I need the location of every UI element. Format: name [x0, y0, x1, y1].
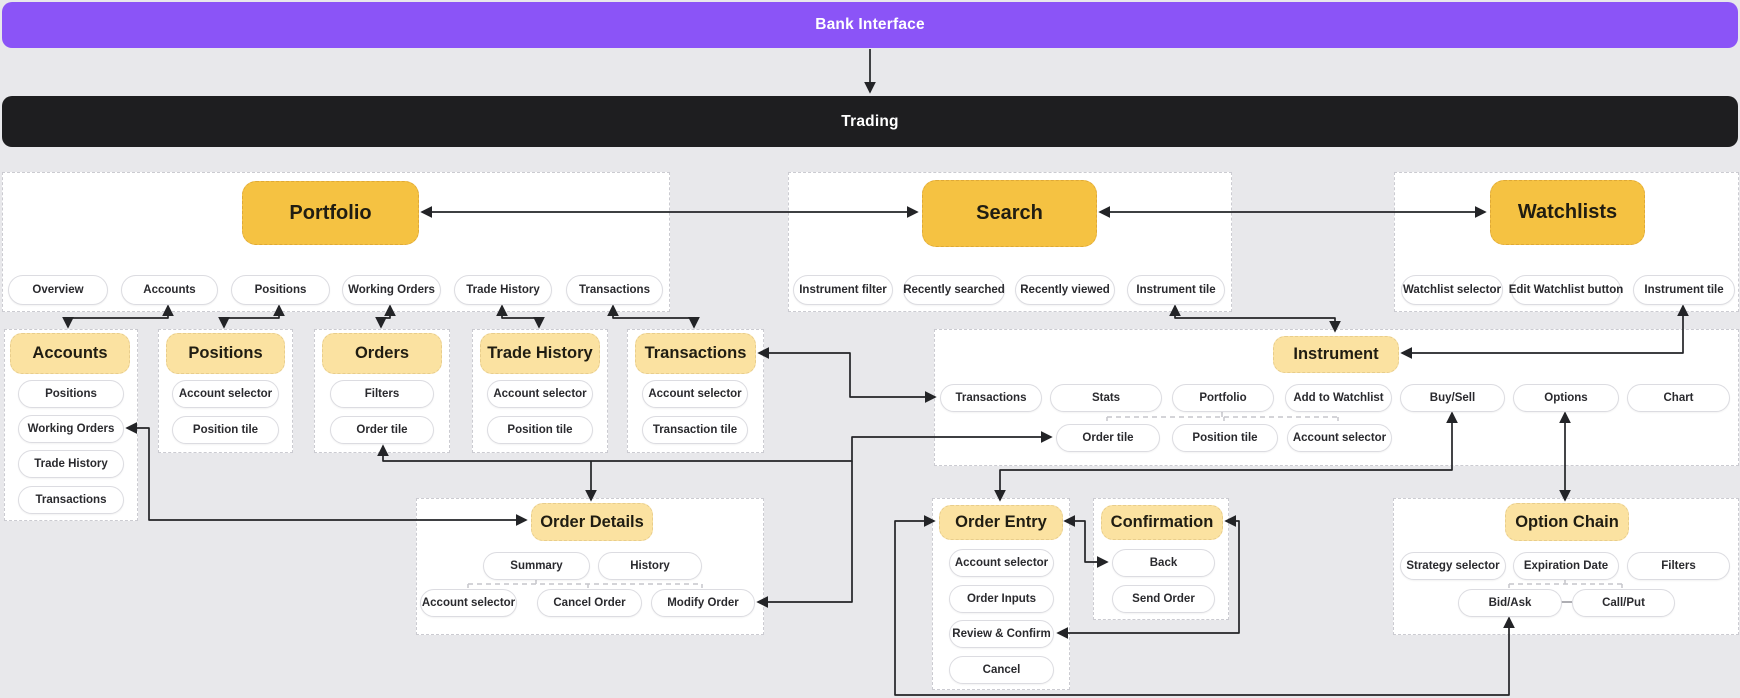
option-chain-pill-filters[interactable]: Filters — [1627, 552, 1730, 580]
connector-watchlist-instrument-tile-to-instrument — [1400, 304, 1689, 359]
option-chain-pill-bid-ask[interactable]: Bid/Ask — [1458, 589, 1562, 617]
positions-pill-account-selector[interactable]: Account selector — [172, 380, 279, 408]
connector-working-orders-to-order-details — [125, 422, 528, 526]
node-order-entry[interactable]: Order Entry — [939, 505, 1063, 540]
instrument-pill-transactions[interactable]: Transactions — [940, 384, 1042, 412]
node-trade-history-label: Trade History — [487, 344, 593, 362]
positions-pill-position-tile[interactable]: Position tile — [172, 416, 279, 444]
portfolio-pill-working-orders[interactable]: Working Orders — [342, 275, 441, 305]
order-details-pill-account-selector[interactable]: Account selector — [420, 589, 517, 617]
connector-buy-sell-to-order-entry — [994, 411, 1458, 502]
node-option-chain[interactable]: Option Chain — [1505, 503, 1629, 541]
node-portfolio-label: Portfolio — [289, 201, 372, 224]
instrument-pill-add-to-watchlist[interactable]: Add to Watchlist — [1285, 384, 1392, 412]
order-entry-pill-review-confirm[interactable]: Review & Confirm — [949, 620, 1054, 648]
node-order-details-label: Order Details — [540, 512, 644, 531]
node-confirmation-label: Confirmation — [1110, 513, 1214, 531]
orders-pill-filters[interactable]: Filters — [330, 380, 434, 408]
node-trade-history[interactable]: Trade History — [480, 333, 600, 374]
node-order-entry-label: Order Entry — [955, 513, 1047, 531]
trading-bar: Trading — [2, 96, 1738, 147]
node-confirmation[interactable]: Confirmation — [1101, 505, 1223, 540]
order-entry-pill-order-inputs[interactable]: Order Inputs — [949, 585, 1054, 613]
search-pill-recently-searched[interactable]: Recently searched — [903, 275, 1005, 305]
bank-interface-bar: Bank Interface — [2, 2, 1738, 48]
node-orders[interactable]: Orders — [322, 333, 442, 374]
portfolio-pill-trade-history[interactable]: Trade History — [454, 275, 552, 305]
option-chain-pill-call-put[interactable]: Call/Put — [1572, 589, 1675, 617]
connector-transactions-node-to-instrument-transactions — [757, 347, 937, 403]
accounts-pill-working-orders[interactable]: Working Orders — [18, 415, 124, 443]
instrument-pill-position-tile[interactable]: Position tile — [1172, 424, 1278, 452]
order-details-pill-cancel-order[interactable]: Cancel Order — [537, 589, 642, 617]
node-instrument[interactable]: Instrument — [1273, 336, 1399, 373]
connector-transactions-pill-to-transactions — [607, 304, 700, 329]
bank-interface-label: Bank Interface — [815, 16, 925, 33]
accounts-pill-trade-history[interactable]: Trade History — [18, 450, 124, 478]
portfolio-pill-overview[interactable]: Overview — [8, 275, 108, 305]
transactions-pill-transaction-tile[interactable]: Transaction tile — [642, 416, 748, 444]
dashed-option-chain-expiration-bracket — [1508, 579, 1623, 588]
search-pill-instrument-tile[interactable]: Instrument tile — [1127, 275, 1225, 305]
node-orders-label: Orders — [354, 344, 410, 362]
node-transactions-label: Transactions — [644, 344, 747, 362]
connector-search-instrument-tile-to-instrument — [1169, 304, 1341, 333]
instrument-pill-account-selector[interactable]: Account selector — [1287, 424, 1392, 452]
node-positions[interactable]: Positions — [166, 333, 285, 374]
node-watchlists[interactable]: Watchlists — [1490, 180, 1645, 245]
node-search-label: Search — [976, 202, 1043, 224]
watchlists-pill-instrument-tile[interactable]: Instrument tile — [1633, 275, 1735, 305]
node-watchlists-label: Watchlists — [1517, 201, 1618, 223]
trading-label: Trading — [841, 112, 899, 130]
search-pill-recently-viewed[interactable]: Recently viewed — [1015, 275, 1115, 305]
connector-working-orders-pill-to-orders — [375, 304, 396, 329]
instrument-pill-order-tile[interactable]: Order tile — [1056, 424, 1160, 452]
dashed-order-details-summary-bracket — [467, 579, 703, 588]
node-accounts-label: Accounts — [32, 344, 108, 362]
node-instrument-label: Instrument — [1293, 345, 1379, 363]
order-details-pill-history[interactable]: History — [598, 552, 702, 580]
node-order-details[interactable]: Order Details — [531, 503, 653, 541]
accounts-pill-transactions[interactable]: Transactions — [18, 486, 124, 514]
instrument-pill-options[interactable]: Options — [1513, 384, 1619, 412]
connector-accounts-pill-to-accounts — [62, 304, 174, 329]
order-entry-pill-account-selector[interactable]: Account selector — [949, 549, 1054, 577]
watchlists-pill-watchlist-selector[interactable]: Watchlist selector — [1401, 275, 1503, 305]
portfolio-pill-transactions[interactable]: Transactions — [566, 275, 663, 305]
accounts-pill-positions[interactable]: Positions — [18, 380, 124, 408]
transactions-pill-account-selector[interactable]: Account selector — [642, 380, 748, 408]
connector-bid-ask-to-order-entry — [894, 515, 1515, 696]
instrument-pill-buy-sell[interactable]: Buy/Sell — [1400, 384, 1505, 412]
trade-history-pill-account-selector[interactable]: Account selector — [487, 380, 593, 408]
portfolio-pill-accounts[interactable]: Accounts — [121, 275, 218, 305]
connector-positions-pill-to-positions — [218, 304, 285, 329]
confirmation-pill-send-order[interactable]: Send Order — [1112, 585, 1215, 613]
connector-bus-to-modify-order — [756, 461, 853, 608]
node-portfolio[interactable]: Portfolio — [242, 181, 419, 245]
connector-trade-history-pill-to-trade-history — [496, 304, 545, 329]
instrument-pill-stats[interactable]: Stats — [1050, 384, 1162, 412]
node-search[interactable]: Search — [922, 180, 1097, 247]
orders-pill-order-tile[interactable]: Order tile — [330, 416, 434, 444]
trade-history-pill-position-tile[interactable]: Position tile — [487, 416, 593, 444]
confirmation-pill-back[interactable]: Back — [1112, 549, 1215, 577]
node-positions-label: Positions — [188, 344, 263, 362]
instrument-pill-chart[interactable]: Chart — [1627, 384, 1730, 412]
option-chain-pill-expiration-date[interactable]: Expiration Date — [1513, 552, 1619, 580]
search-pill-instrument-filter[interactable]: Instrument filter — [793, 275, 893, 305]
node-transactions[interactable]: Transactions — [635, 333, 756, 374]
order-entry-pill-cancel[interactable]: Cancel — [949, 656, 1054, 684]
instrument-pill-portfolio[interactable]: Portfolio — [1172, 384, 1274, 412]
dashed-instrument-portfolio-bracket — [1106, 412, 1339, 421]
watchlists-pill-edit-watchlist-button[interactable]: Edit Watchlist button — [1509, 275, 1623, 305]
node-option-chain-label: Option Chain — [1515, 512, 1619, 531]
option-chain-pill-strategy-selector[interactable]: Strategy selector — [1400, 552, 1506, 580]
portfolio-pill-positions[interactable]: Positions — [231, 275, 330, 305]
node-accounts[interactable]: Accounts — [10, 333, 130, 374]
order-details-pill-modify-order[interactable]: Modify Order — [651, 589, 755, 617]
order-details-pill-summary[interactable]: Summary — [483, 552, 590, 580]
